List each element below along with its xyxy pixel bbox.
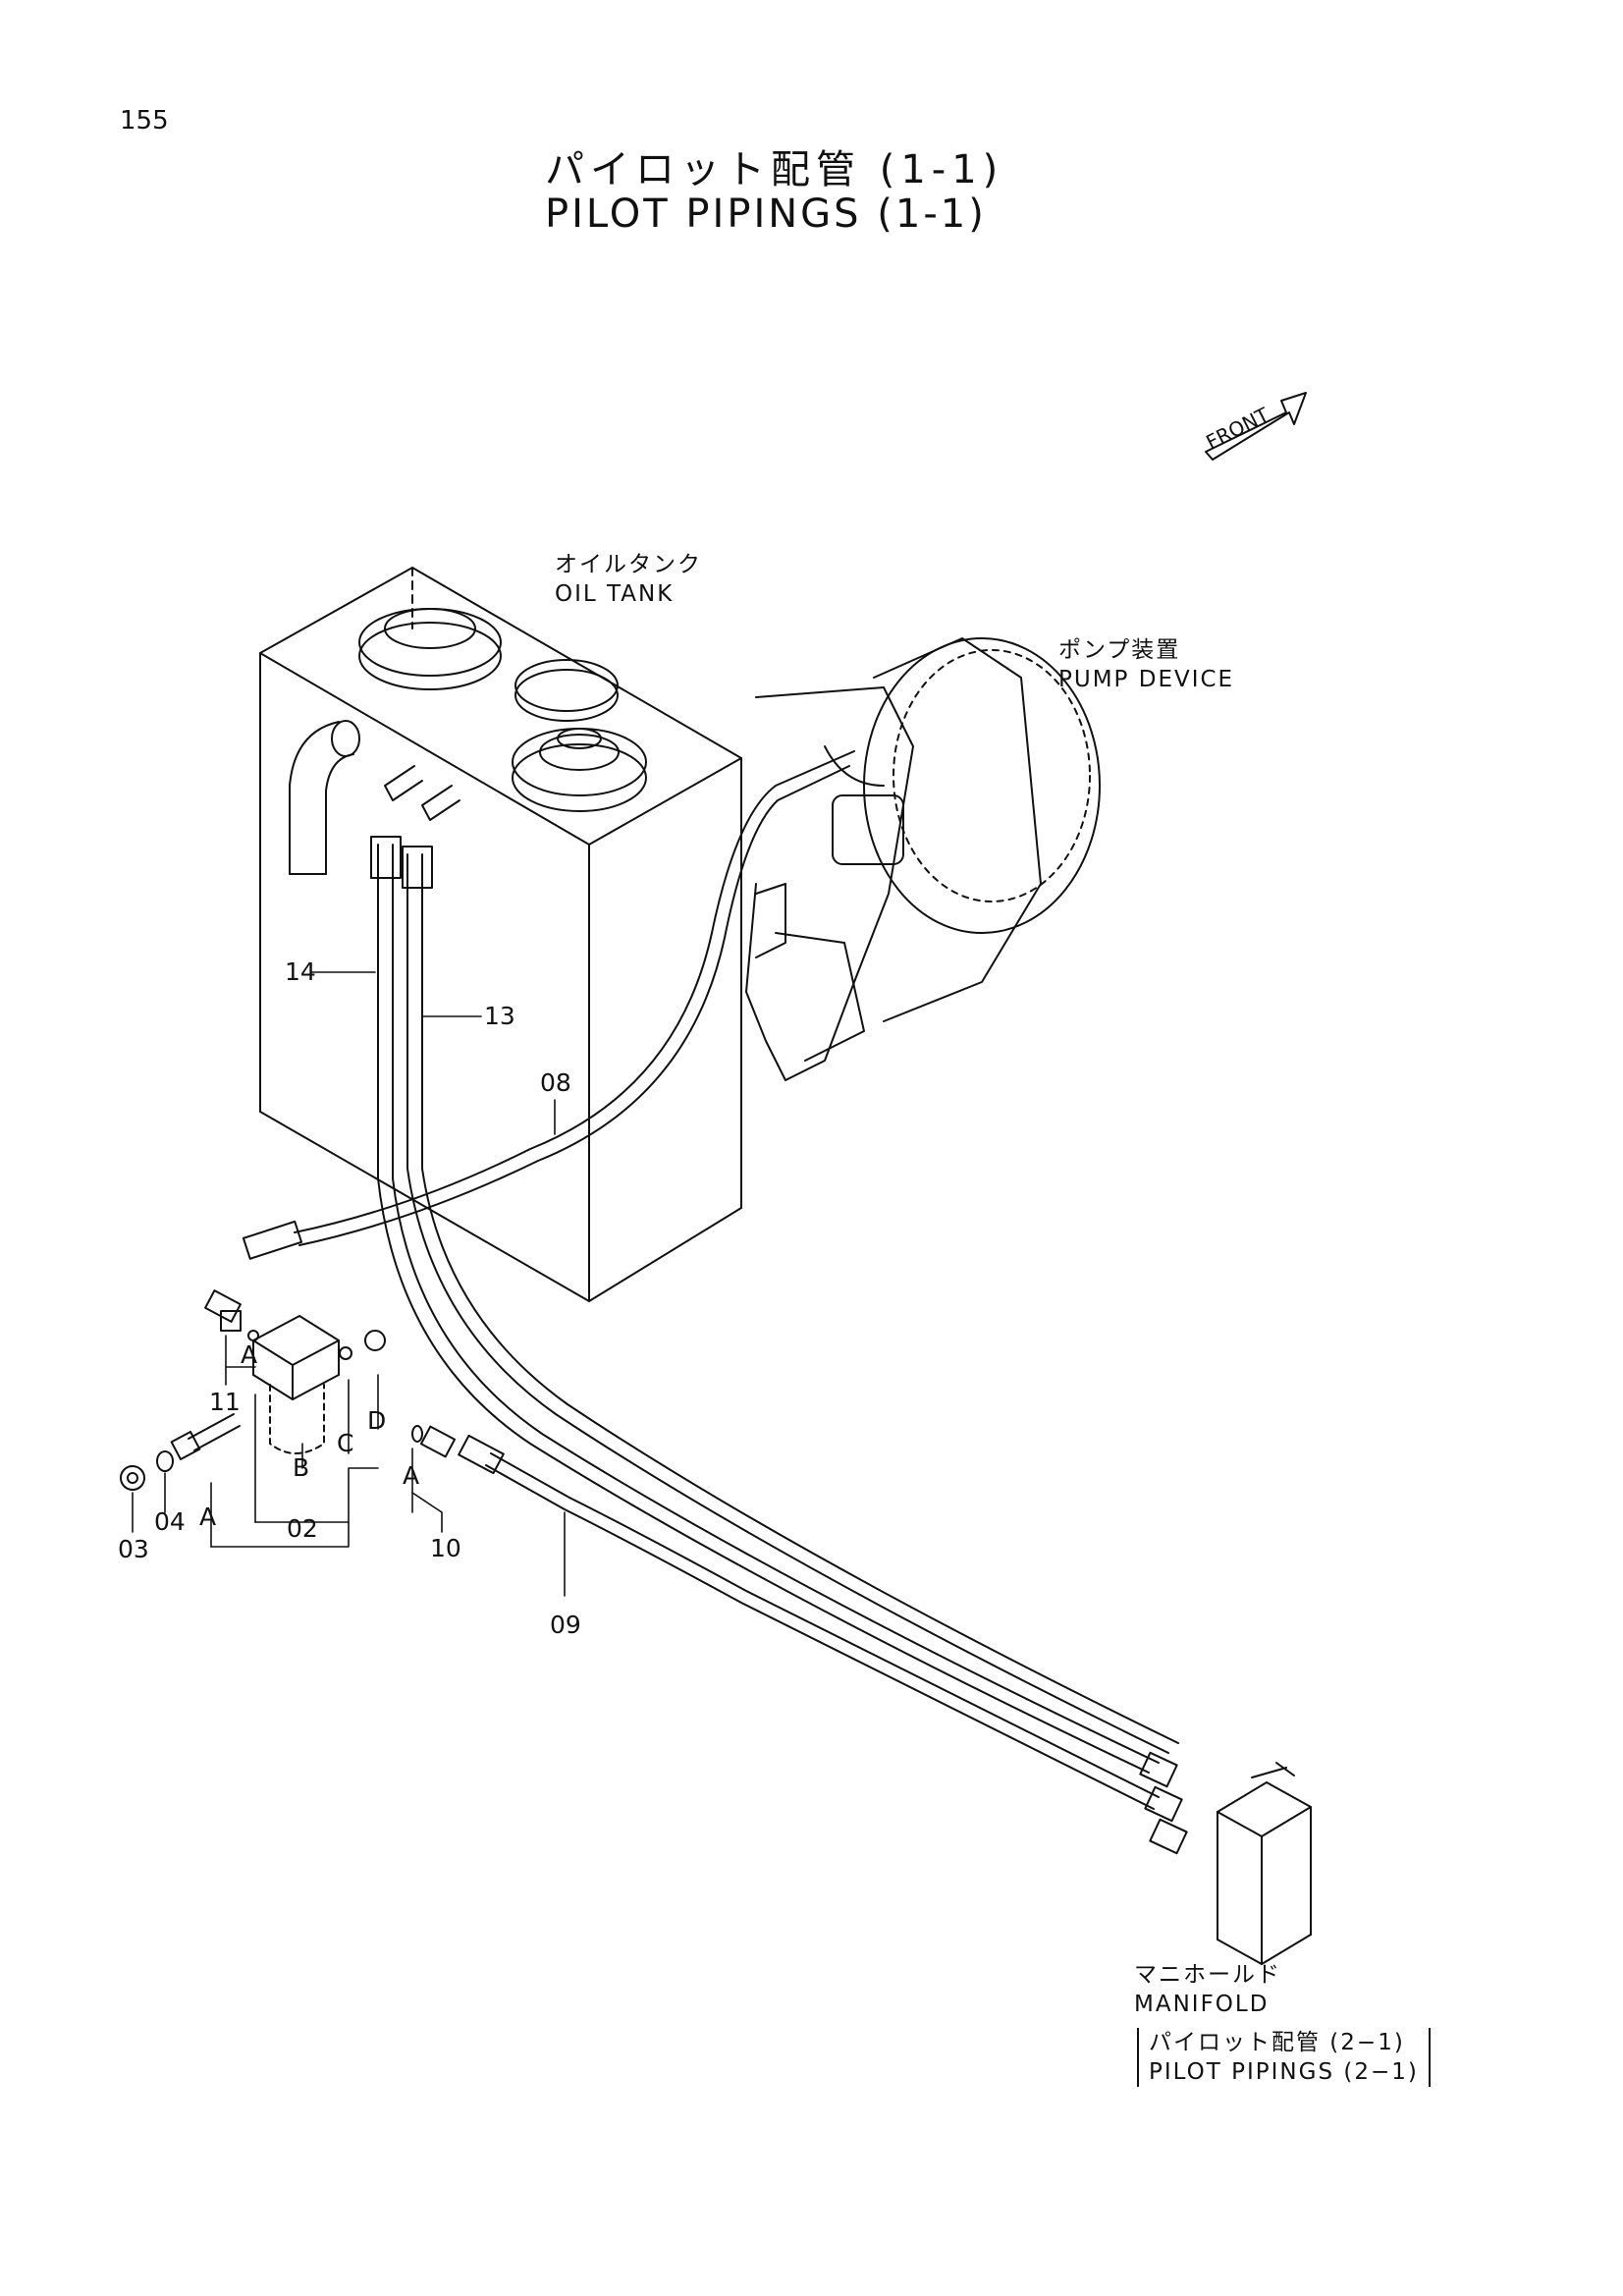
part-number-10: 10 (430, 1534, 461, 1562)
filter-02-drawing (120, 1289, 457, 1491)
hoses-13-14 (370, 836, 1179, 1774)
manifold-label-jp: マニホールド (1134, 1962, 1281, 1988)
pipe-08 (242, 750, 855, 1260)
part-number-02: 02 (287, 1514, 318, 1543)
pump-device-drawing (745, 637, 1101, 1081)
manifold-label: マニホールド MANIFOLD (1134, 1960, 1281, 2019)
callout-a-fitting: A (403, 1461, 420, 1490)
callout-d: D (367, 1406, 387, 1435)
oil-tank-label-en: OIL TANK (555, 581, 675, 607)
part-number-11: 11 (209, 1388, 241, 1416)
page-title-jp: パイロット配管 (1-1) (545, 147, 1004, 192)
front-label: FRONT (1202, 403, 1272, 455)
part-number-14: 14 (285, 957, 316, 986)
front-arrow-icon: FRONT (1202, 392, 1307, 461)
hose-09 (458, 1434, 1160, 1810)
callout-c: C (337, 1429, 354, 1457)
part-number-09: 09 (550, 1611, 581, 1639)
page-title-en: PILOT PIPINGS (1-1) (545, 191, 987, 237)
pump-device-label-jp: ポンプ装置 (1058, 637, 1181, 663)
manifold-drawing (1139, 1751, 1312, 1965)
oil-tank-drawing (259, 567, 742, 1302)
part-number-13: 13 (484, 1002, 515, 1030)
oil-tank-label-jp: オイルタンク (555, 552, 702, 577)
part-number-03: 03 (118, 1535, 149, 1563)
manifold-ref-en: PILOT PIPINGS (2−1) (1149, 2059, 1419, 2085)
part-number-08: 08 (540, 1068, 571, 1097)
manifold-reference: パイロット配管 (2−1) PILOT PIPINGS (2−1) (1137, 2028, 1431, 2087)
pump-device-label: ポンプ装置 PUMP DEVICE (1058, 635, 1234, 694)
page-number: 155 (120, 106, 169, 136)
pump-device-label-en: PUMP DEVICE (1058, 667, 1235, 692)
manifold-label-en: MANIFOLD (1134, 1992, 1270, 2017)
manifold-ref-jp: パイロット配管 (2−1) (1149, 2030, 1405, 2055)
oil-tank-label: オイルタンク OIL TANK (555, 550, 702, 609)
leader-lines (132, 971, 566, 1597)
part-number-04: 04 (154, 1507, 186, 1536)
callout-b: B (293, 1453, 310, 1482)
callout-a-bolt: A (199, 1503, 217, 1531)
callout-a-filter: A (241, 1340, 258, 1369)
